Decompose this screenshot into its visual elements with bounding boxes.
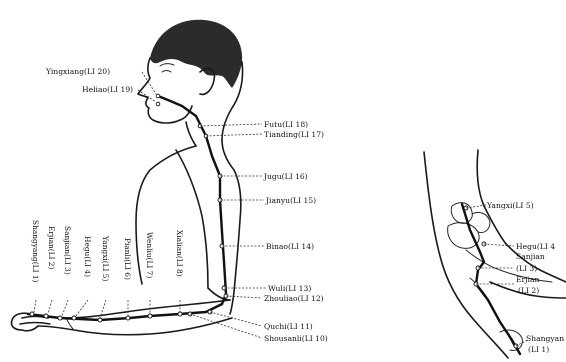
leader-zhouliao bbox=[226, 296, 262, 298]
point-yangxi bbox=[98, 318, 102, 322]
label-yingxiang: Yingxiang(LI 20) bbox=[45, 67, 110, 76]
label-shangyang-side: Shangyang(LI 1) bbox=[31, 220, 40, 283]
hair-shape bbox=[150, 20, 242, 88]
label-zhouliao: Zhouliao(LI 12) bbox=[264, 294, 324, 303]
face-outline bbox=[138, 58, 180, 123]
hand-label-sanjian-b: (LI 3) bbox=[516, 264, 537, 273]
hand-label-shangyang-b: (LI 1) bbox=[528, 345, 549, 354]
side-figure: Yingxiang(LI 20) Heliao(LI 19) Futu(LI 1… bbox=[11, 20, 327, 343]
point-sanjian-side bbox=[58, 316, 62, 320]
leader-sanjian-side bbox=[62, 300, 68, 316]
point-heliao bbox=[156, 102, 160, 106]
leader-quchi bbox=[210, 312, 262, 326]
eye bbox=[162, 71, 171, 73]
jaw-and-neck bbox=[180, 106, 196, 146]
point-shangyang-side bbox=[30, 312, 34, 316]
label-binao: Binao(LI 14) bbox=[266, 242, 314, 251]
point-yingxiang bbox=[156, 94, 160, 98]
label-wuli: Wuli(LI 13) bbox=[268, 284, 311, 293]
point-hegu-side bbox=[72, 316, 76, 320]
hand-detail-figure: Yangxi(LI 5) Hegu(LI 4 Sanjian (LI 3) Er… bbox=[424, 150, 566, 358]
label-xialian: Xialian(LI 8) bbox=[175, 230, 184, 277]
point-xialian bbox=[178, 312, 182, 316]
wrist-bone-3 bbox=[472, 212, 490, 232]
label-shousanli: Shousanli(LI 10) bbox=[264, 334, 328, 343]
point-erjian-side bbox=[44, 314, 48, 318]
eyebrow bbox=[160, 64, 174, 66]
leader-tianding bbox=[206, 134, 262, 136]
label-tianding: Tianding(LI 17) bbox=[264, 130, 324, 139]
label-jugu: Jugu(LI 16) bbox=[263, 172, 308, 181]
leader-erjian-side bbox=[48, 300, 52, 314]
meridian-line-side bbox=[28, 96, 226, 320]
chest-outline bbox=[136, 146, 196, 284]
hand-forearm-right bbox=[477, 150, 506, 244]
hand-label-erjian-b: (LI 2) bbox=[518, 286, 539, 295]
wrist-bone-2 bbox=[448, 223, 479, 249]
label-sanjian-side: Sanjian(LI 3) bbox=[63, 226, 72, 275]
point-pianli bbox=[126, 316, 130, 320]
hand-leader-hegu bbox=[484, 244, 514, 246]
point-wenliu bbox=[148, 314, 152, 318]
forearm-top bbox=[30, 300, 230, 318]
leader-futu bbox=[200, 124, 262, 126]
hand-forearm-left bbox=[424, 152, 508, 358]
hand-label-hegu: Hegu(LI 4 bbox=[516, 242, 555, 251]
label-wenliu: Wenliu(LI 7) bbox=[145, 232, 154, 278]
leader-shangyang-side bbox=[34, 300, 36, 312]
label-jianyu: Jianyu(LI 15) bbox=[265, 196, 316, 205]
hand-label-sanjian-a: Sanjian bbox=[516, 252, 545, 261]
label-hegu-side: Hegu(LI 4) bbox=[83, 236, 92, 277]
label-quchi: Quchi(LI 11) bbox=[264, 322, 313, 331]
label-pianli: Pianli(LI 6) bbox=[123, 238, 132, 280]
hand-label-shangyang-a: Shangyan bbox=[526, 334, 564, 343]
hand-label-yangxi: Yangxi(LI 5) bbox=[486, 201, 534, 210]
label-heliao: Heliao(LI 19) bbox=[82, 85, 133, 94]
label-yangxi: Yangxi(LI 5) bbox=[101, 235, 110, 281]
label-erjian-side: Erjian(LI 2) bbox=[47, 226, 56, 270]
label-futu: Futu(LI 18) bbox=[264, 120, 308, 129]
leader-hegu-side bbox=[76, 300, 88, 316]
hand-label-erjian-a: Erjian bbox=[516, 275, 539, 284]
